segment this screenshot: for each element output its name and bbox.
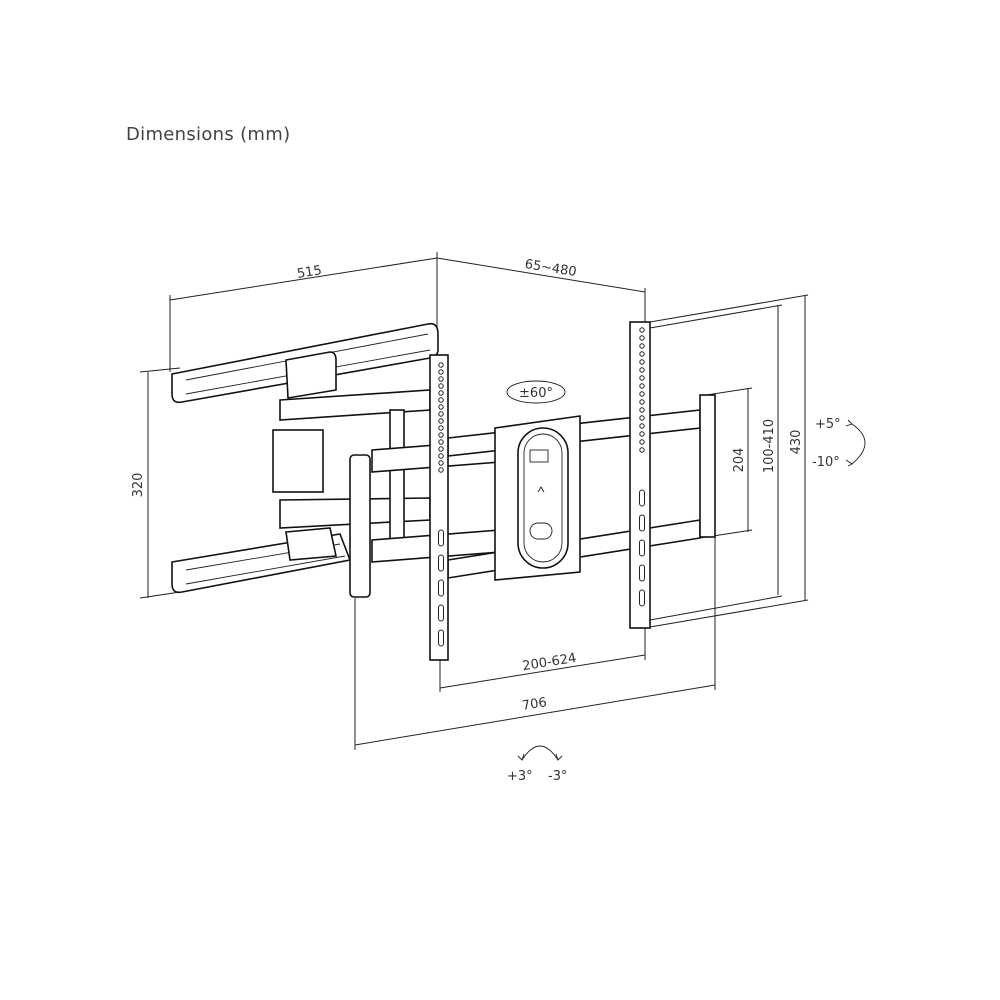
mounting-hole — [438, 362, 444, 368]
mounting-hole — [438, 411, 444, 417]
mounting-hole — [639, 359, 645, 365]
mounting-slot — [438, 529, 444, 547]
tilt-up-label: +5° — [815, 417, 841, 432]
swivel-indicator: ±60° — [506, 380, 566, 404]
swivel-label: ±60° — [519, 386, 553, 401]
diagram-title: Dimensions (mm) — [126, 124, 291, 145]
wall-plate — [429, 354, 449, 661]
mounting-hole — [438, 390, 444, 396]
swivel-block — [494, 415, 581, 581]
mounting-hole — [639, 375, 645, 381]
mounting-hole — [639, 407, 645, 413]
mounting-hole — [438, 397, 444, 403]
dimension-lines — [139, 252, 809, 750]
mounting-slot — [639, 489, 645, 507]
mounting-hole — [639, 431, 645, 437]
mounting-hole — [639, 399, 645, 405]
mounting-hole — [438, 432, 444, 438]
dim-wall-plate-height: 320 — [131, 473, 146, 498]
mounting-hole — [639, 343, 645, 349]
tv-vertical-rail — [629, 321, 716, 629]
mounting-hole — [438, 418, 444, 424]
mounting-slot — [639, 539, 645, 557]
mounting-slot — [438, 554, 444, 572]
mounting-slot — [639, 514, 645, 532]
mounting-hole — [639, 391, 645, 397]
mounting-hole — [438, 404, 444, 410]
dim-vesa-vertical: 100-410 — [762, 419, 777, 473]
mounting-slot — [639, 589, 645, 607]
arm-linkage — [272, 389, 501, 598]
dim-total-width: 706 — [521, 695, 548, 714]
tilt-down-label: -10° — [812, 455, 840, 470]
mounting-slot — [438, 629, 444, 647]
mounting-hole — [639, 383, 645, 389]
tilt-indicator: +5° -10° — [812, 417, 866, 470]
mounting-slot — [438, 604, 444, 622]
mounting-slot — [438, 579, 444, 597]
mounting-hole — [438, 446, 444, 452]
dim-inner-height: 204 — [732, 448, 747, 473]
level-minus-label: -3° — [548, 769, 567, 784]
mounting-hole — [639, 367, 645, 373]
mounting-hole — [438, 467, 444, 473]
mounting-hole — [438, 460, 444, 466]
mounting-slot — [639, 564, 645, 582]
mounting-hole — [639, 415, 645, 421]
mounting-hole — [438, 369, 444, 375]
mounting-hole — [639, 327, 645, 333]
mounting-hole — [438, 453, 444, 459]
lower-arm — [171, 527, 352, 594]
mounting-hole — [639, 447, 645, 453]
mounting-hole — [438, 376, 444, 382]
upper-arm — [171, 322, 439, 404]
dim-total-height: 430 — [789, 430, 804, 455]
mounting-hole — [639, 439, 645, 445]
level-plus-label: +3° — [507, 769, 533, 784]
mounting-hole — [639, 335, 645, 341]
mounting-hole — [438, 425, 444, 431]
mounting-hole — [438, 383, 444, 389]
dim-arm-depth: 515 — [296, 263, 323, 282]
level-indicator: +3° -3° — [507, 745, 567, 784]
mounting-hole — [639, 423, 645, 429]
mounting-hole — [438, 439, 444, 445]
mounting-hole — [639, 351, 645, 357]
